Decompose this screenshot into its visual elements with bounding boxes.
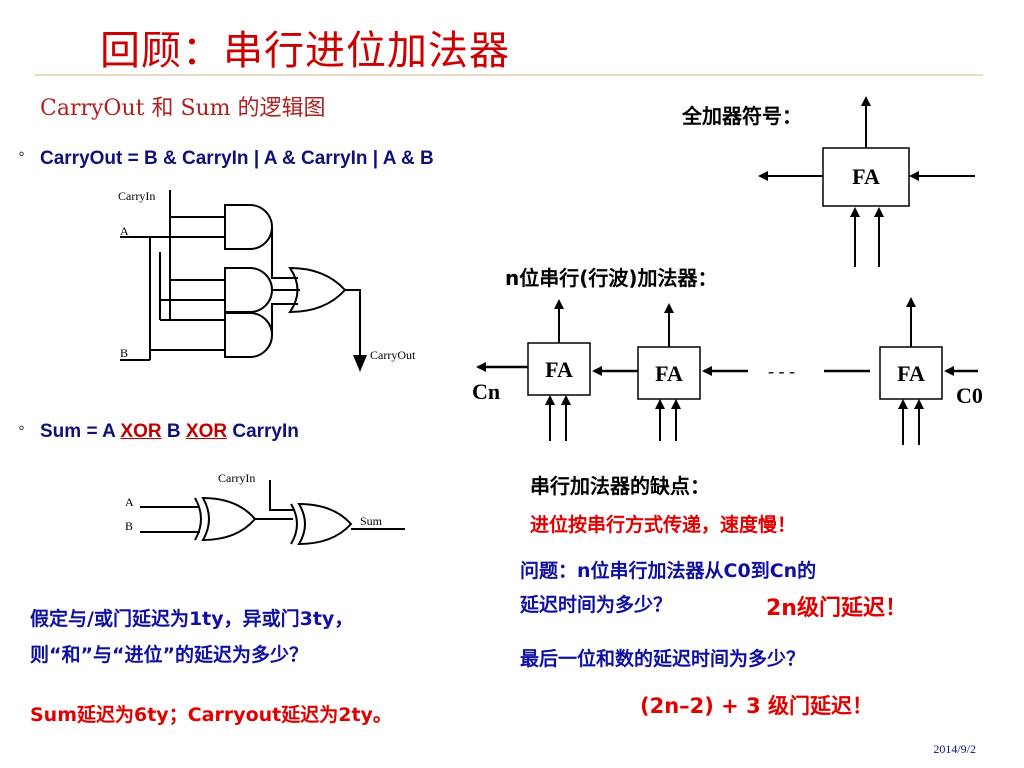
ripple-dots: - - - (768, 361, 795, 381)
sum-circuit-a: A (125, 495, 134, 509)
carryout-circuit-output: CarryOut (370, 348, 416, 362)
drawback-title: 串行加法器的缺点： (530, 474, 710, 498)
carryout-logic-diagram: CarryIn A B CarryOut (118, 189, 416, 372)
fa-box-1-text: FA (545, 357, 573, 382)
slide-title: 回顾：串行进位加法器 (100, 28, 510, 74)
question2: 最后一位和数的延迟时间为多少？ (520, 648, 806, 670)
assume-line1: 假定与/或门延迟为1ty，异或门3ty， (30, 608, 354, 630)
question1-line1: 问题：n位串行加法器从C0到Cn的 (520, 560, 817, 582)
fa-symbol-diagram: FA (758, 96, 975, 267)
sum-formula-xor2: XOR (185, 421, 228, 442)
slide-date: 2014/9/2 (933, 742, 976, 756)
sum-formula-suffix: CarryIn (227, 421, 299, 442)
bullet-carryout: ° (18, 150, 25, 166)
answer1: 2n级门延迟！ (766, 596, 907, 621)
drawback-text: 进位按串行方式传递，速度慢！ (530, 514, 797, 536)
fa-box-2-text: FA (655, 361, 683, 386)
c0-label: C0 (956, 383, 983, 408)
carryout-circuit-b: B (120, 346, 128, 360)
sum-formula: Sum = A XOR B XOR CarryIn (40, 421, 299, 443)
question1-line2: 延迟时间为多少？ (520, 594, 673, 616)
fa-box-3-text: FA (897, 361, 925, 386)
cn-label: Cn (472, 379, 500, 404)
sum-circuit-b: B (125, 519, 133, 533)
nbit-adder-label: n位串行(行波)加法器： (505, 266, 718, 290)
assume-line2: 则“和”与“进位”的延迟为多少？ (30, 644, 308, 666)
carryout-formula: CarryOut = B & CarryIn | A & CarryIn | A… (40, 148, 434, 169)
sum-formula-prefix: Sum = A (40, 421, 121, 442)
sum-formula-xor1: XOR (120, 421, 162, 442)
carryout-circuit-a: A (120, 224, 129, 238)
sum-formula-mid: B (161, 421, 186, 442)
fa-symbol-text: FA (852, 164, 880, 189)
answer3: Sum延迟为6ty；Carryout延迟为2ty。 (30, 704, 392, 726)
sum-logic-diagram: CarryIn A B Sum (125, 471, 405, 546)
sum-circuit-carryin: CarryIn (218, 471, 255, 485)
sum-circuit-output: Sum (360, 514, 383, 528)
logic-diagram-subtitle: CarryOut 和 Sum 的逻辑图 (40, 96, 326, 121)
bullet-sum: ° (18, 424, 25, 440)
fa-symbol-label: 全加器符号： (682, 104, 802, 128)
ripple-adder-diagram: FA FA FA - - - Cn C0 (472, 297, 983, 445)
title-divider (35, 74, 983, 76)
carryout-circuit-carryin: CarryIn (118, 189, 155, 203)
answer2: (2n–2) + 3 级门延迟！ (640, 694, 874, 718)
